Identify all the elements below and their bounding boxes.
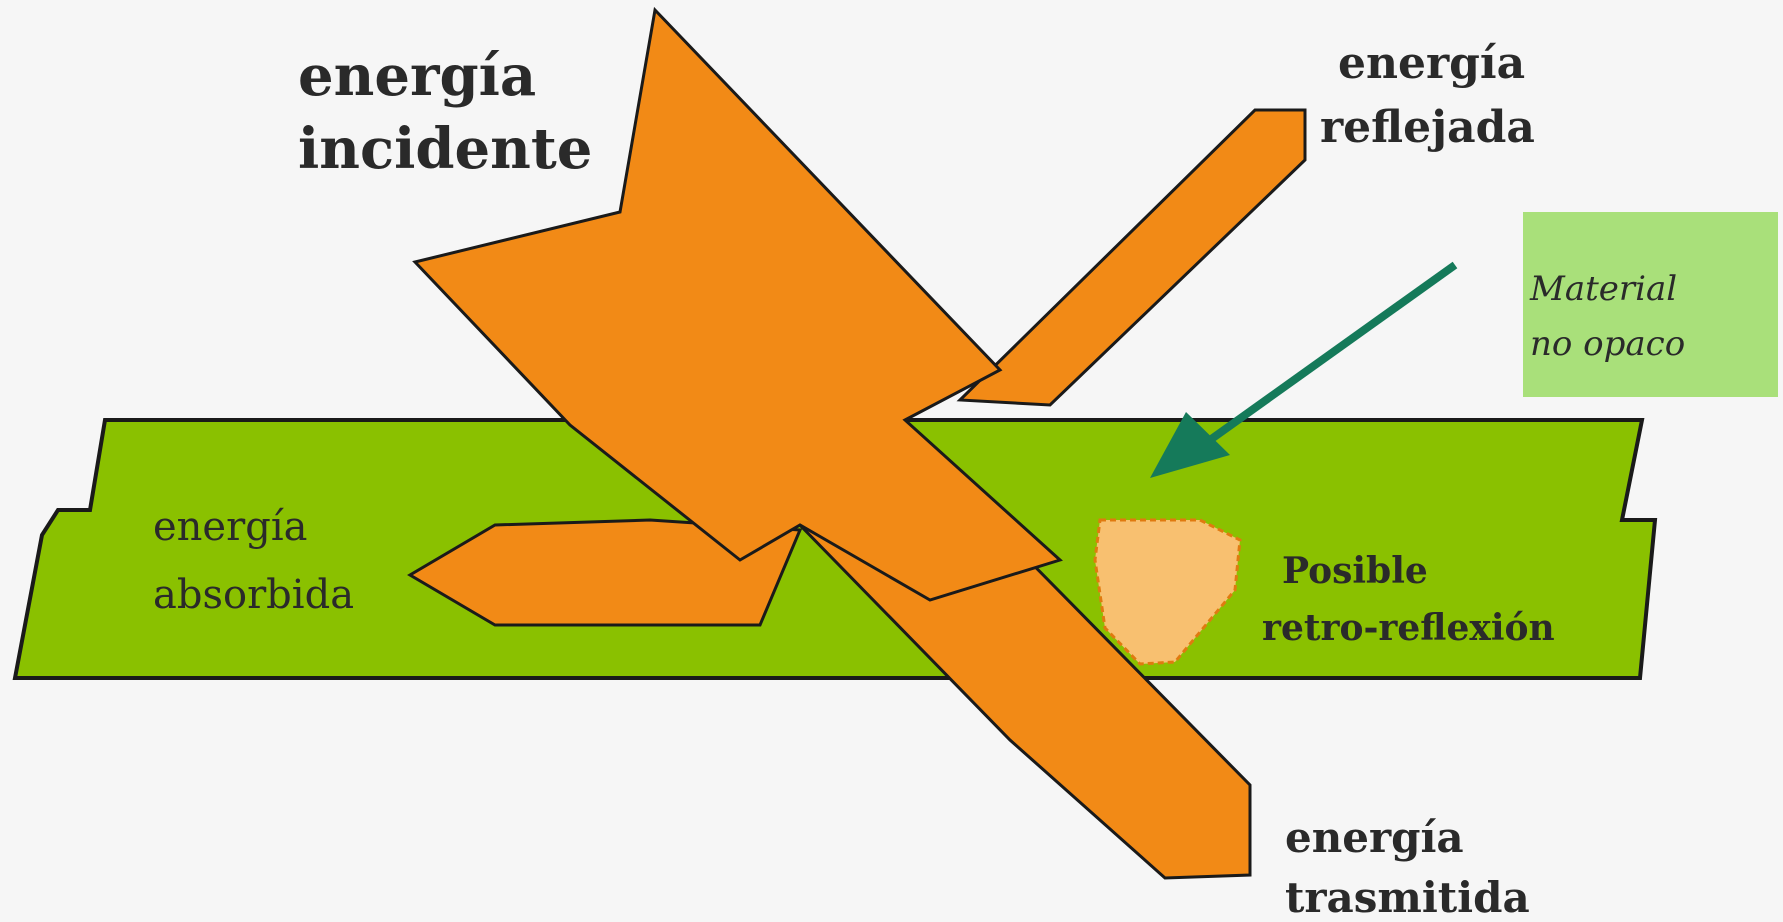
material-label-line1: Material <box>1529 269 1677 309</box>
transmitted-label-line2: trasmitida <box>1285 873 1530 918</box>
retro-label-line2: retro-reflexión <box>1262 607 1555 649</box>
reflected-label-line2: reflejada <box>1320 102 1535 153</box>
retro-reflection-patch <box>1093 518 1242 666</box>
absorbed-label: energía absorbida <box>153 504 354 618</box>
transmitted-label-line1: energía <box>1285 813 1464 862</box>
absorbed-energy-arrow <box>407 518 803 627</box>
incident-label-line2: incidente <box>298 116 592 182</box>
reflected-energy-arrow <box>956 108 1307 407</box>
material-label: Material no opaco <box>1529 269 1688 364</box>
material-pointer-arrowhead <box>1150 412 1230 478</box>
reflected-label-line1: energía <box>1338 38 1525 89</box>
incident-energy-arrow <box>412 6 1063 602</box>
transmitted-label: energía trasmitida <box>1285 813 1530 918</box>
material-label-line2: no opaco <box>1530 324 1685 364</box>
reflected-label: energía reflejada <box>1320 38 1540 153</box>
material-label-box <box>1523 212 1778 397</box>
incident-label: energía incidente <box>298 43 592 182</box>
absorbed-label-line1: energía <box>153 504 307 550</box>
retro-label-line1: Posible <box>1282 550 1428 592</box>
retro-reflection-label: Posible retro-reflexión <box>1262 550 1555 649</box>
material-pointer-line <box>1207 261 1458 444</box>
absorbed-label-line2: absorbida <box>153 572 354 618</box>
incident-label-line1: energía <box>298 43 536 109</box>
